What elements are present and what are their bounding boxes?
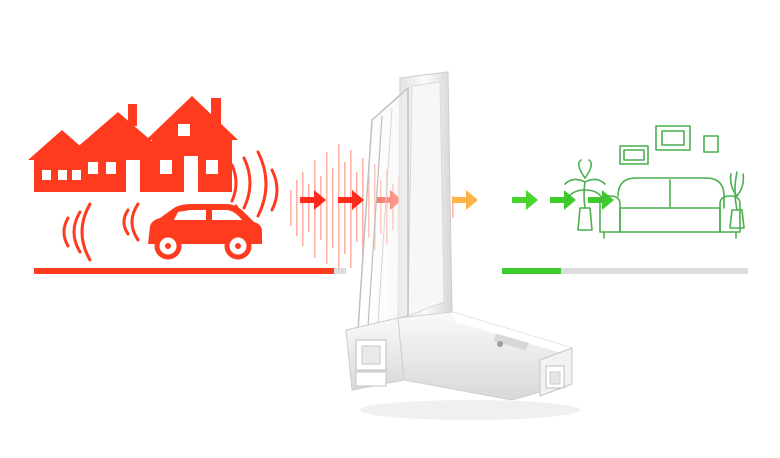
arrow-right-icon [452, 190, 478, 210]
outside-noise-bar [34, 268, 346, 274]
arrow-right-icon [300, 190, 326, 210]
sound-wave-icon [62, 150, 279, 262]
living-room-icon [564, 125, 745, 239]
inside-noise-bar [502, 268, 748, 274]
arrow-right-icon [338, 190, 364, 210]
window-profile-icon [345, 71, 580, 420]
house-windows [42, 124, 218, 192]
arrow-right-icon [512, 190, 538, 210]
car-icon [148, 204, 262, 260]
